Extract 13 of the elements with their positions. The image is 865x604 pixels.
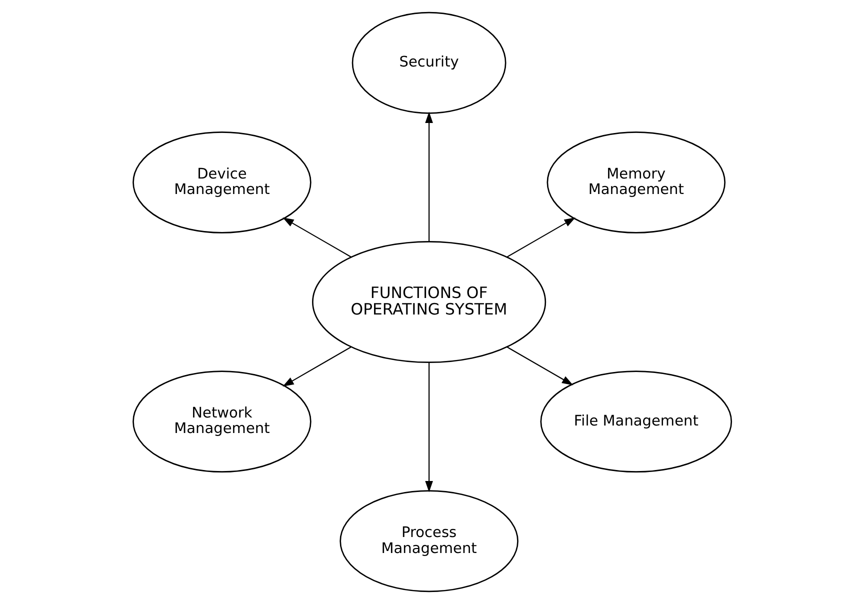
node-ellipse: Security (352, 12, 506, 114)
arrow (506, 217, 576, 258)
node-ellipse: Process Management (340, 490, 518, 592)
arrow (282, 217, 352, 258)
node-ellipse: Device Management (132, 131, 312, 234)
arrow (425, 112, 433, 242)
arrow (425, 362, 433, 492)
node-ellipse: Network Management (132, 370, 312, 473)
node-ellipse: File Management (540, 370, 732, 473)
arrow (282, 346, 352, 387)
node-ellipse: Memory Management (546, 131, 726, 234)
node-ellipse: FUNCTIONS OF OPERATING SYSTEM (312, 241, 546, 363)
arrow (506, 346, 574, 386)
